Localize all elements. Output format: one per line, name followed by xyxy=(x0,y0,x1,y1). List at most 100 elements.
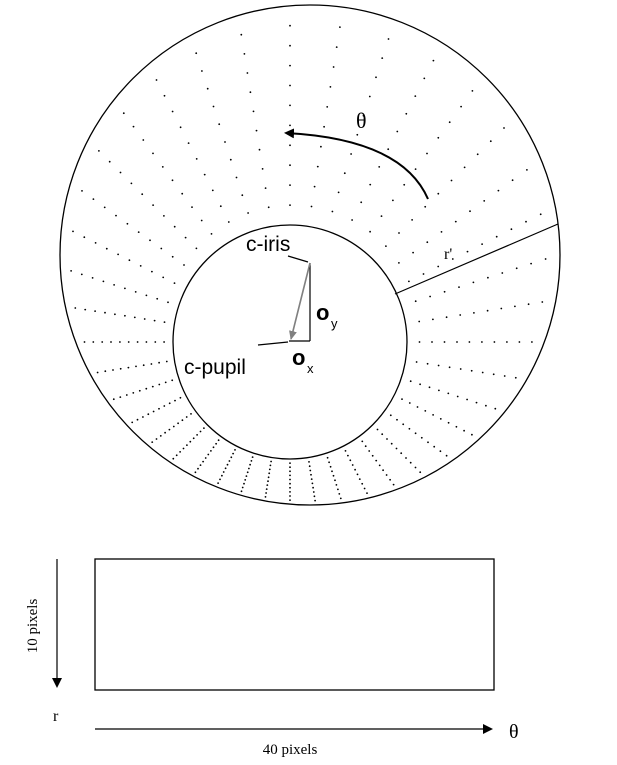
sample-dot xyxy=(153,319,156,322)
sample-dot xyxy=(428,386,431,389)
sample-dot xyxy=(448,121,451,124)
sample-dot xyxy=(132,125,135,128)
sample-dot xyxy=(261,168,264,170)
sample-dot xyxy=(344,450,347,452)
sample-dot xyxy=(539,213,542,216)
theta-rotation-label: θ xyxy=(356,108,367,133)
sample-dot xyxy=(408,402,411,404)
sample-dot xyxy=(185,416,188,418)
sample-dot xyxy=(171,179,174,182)
sample-dot xyxy=(258,148,261,151)
sample-dot xyxy=(395,447,398,450)
sample-dot xyxy=(163,341,166,343)
sample-dot xyxy=(289,474,291,477)
sample-dot xyxy=(117,253,119,256)
sample-dot xyxy=(142,364,145,367)
sample-dot xyxy=(414,95,417,97)
sample-dot xyxy=(248,467,250,470)
sample-dot xyxy=(190,413,192,415)
sample-dot xyxy=(289,44,291,47)
sample-dot xyxy=(204,457,207,459)
sample-dot xyxy=(427,441,429,444)
sample-dot xyxy=(392,199,394,202)
sample-dot xyxy=(246,471,249,474)
sample-dot xyxy=(264,496,267,498)
sample-dot xyxy=(351,464,354,466)
sample-dot xyxy=(456,395,459,398)
sample-dot xyxy=(112,369,114,371)
sample-dot xyxy=(192,437,195,440)
sample-dot xyxy=(312,486,314,489)
theta-axis-label: θ xyxy=(509,721,519,743)
sample-dot xyxy=(503,375,506,377)
sample-dot xyxy=(221,474,223,477)
sample-dot xyxy=(289,486,291,489)
height-pixels-label: 10 pixels xyxy=(25,599,41,654)
sample-dot xyxy=(489,140,492,143)
sample-dot xyxy=(368,450,371,452)
sample-dot xyxy=(432,59,435,62)
sample-dot xyxy=(289,184,291,187)
sample-dot xyxy=(466,250,469,253)
sample-dot xyxy=(268,468,271,471)
r-prime-line xyxy=(394,223,559,295)
sample-dot xyxy=(471,433,473,436)
sample-dot xyxy=(530,262,532,265)
sample-dot xyxy=(195,247,198,250)
sample-dot xyxy=(525,220,527,223)
sample-dot xyxy=(94,310,96,312)
sample-dot xyxy=(485,404,487,407)
sample-dot xyxy=(289,144,291,147)
sample-dot xyxy=(481,341,483,343)
sample-dot xyxy=(244,479,247,481)
sample-dot xyxy=(323,125,325,128)
oy-label-o: o xyxy=(316,300,329,325)
sample-dot xyxy=(265,488,268,490)
sample-dot xyxy=(197,467,199,470)
sample-dot xyxy=(234,449,236,451)
sample-dot xyxy=(335,484,338,486)
sample-dot xyxy=(416,406,419,408)
sample-dot xyxy=(375,459,378,462)
sample-dot xyxy=(289,24,291,27)
sample-dot xyxy=(108,160,111,163)
sample-dot xyxy=(92,341,95,343)
sample-dot xyxy=(396,418,398,421)
sample-dot xyxy=(201,70,203,72)
sample-dot xyxy=(217,482,220,484)
sample-dot xyxy=(468,341,471,343)
sample-dot xyxy=(398,232,400,234)
sample-dot xyxy=(267,476,270,479)
sample-dot xyxy=(163,215,165,217)
sample-dot xyxy=(245,475,248,477)
sample-dot xyxy=(136,341,139,343)
sample-dot xyxy=(472,281,475,284)
sample-dot xyxy=(172,425,175,428)
sample-dot xyxy=(518,341,521,343)
sample-dot xyxy=(332,66,335,68)
sample-dot xyxy=(119,171,122,174)
sample-dot xyxy=(309,469,312,472)
sample-dot xyxy=(437,265,440,268)
sample-dot xyxy=(211,189,214,192)
width-pixels-label: 40 pixels xyxy=(263,742,318,758)
c-pupil-label: c-pupil xyxy=(184,356,246,379)
sample-dot xyxy=(426,152,428,155)
sample-dot xyxy=(376,428,379,431)
sample-dot xyxy=(308,461,310,463)
sample-dot xyxy=(229,158,232,161)
sample-dot xyxy=(145,387,148,390)
sample-dot xyxy=(103,206,106,209)
sample-dot xyxy=(172,457,175,460)
sample-dot xyxy=(163,405,166,407)
sample-dot xyxy=(495,235,498,238)
sample-dot xyxy=(334,479,336,482)
sample-dot xyxy=(364,445,367,448)
sample-dot xyxy=(500,307,503,310)
sample-dot xyxy=(141,193,144,196)
normalized-rectangle xyxy=(94,558,495,691)
sample-dot xyxy=(145,294,148,297)
sample-dot xyxy=(455,425,458,428)
sample-dot xyxy=(459,368,462,370)
sample-dot xyxy=(83,341,86,343)
